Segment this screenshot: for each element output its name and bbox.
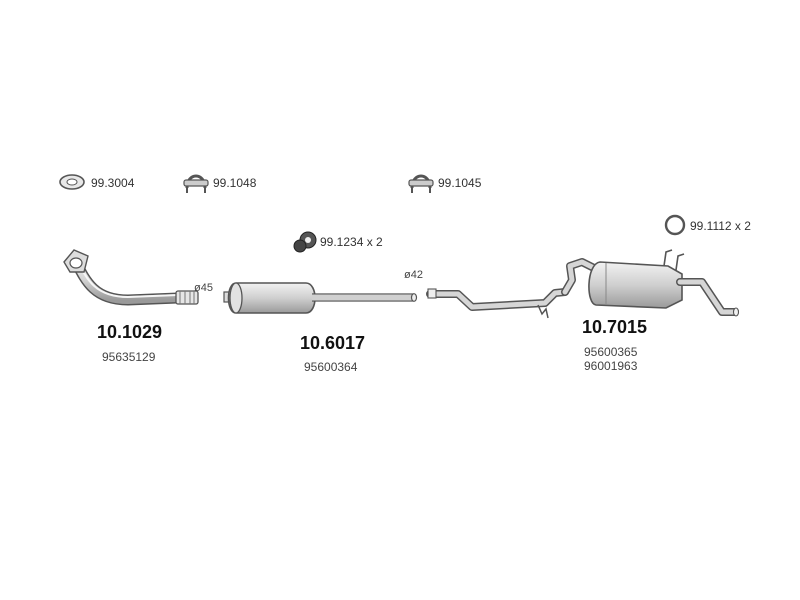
rear-silencer-icon — [426, 249, 740, 319]
gasket-ring-icon — [59, 174, 85, 190]
accessory-code-label: 99.1045 — [438, 176, 482, 190]
u-bolt-clamp-icon — [408, 174, 434, 193]
oem-number: 95600364 — [304, 360, 358, 374]
diameter-label: ø42 — [404, 269, 423, 281]
diameter-label: ø45 — [194, 282, 213, 294]
part-number: 10.6017 — [300, 333, 366, 353]
oem-number: 95600365 — [584, 345, 638, 359]
accessory-code-label: 99.3004 — [91, 176, 135, 190]
front-pipe-icon — [63, 249, 199, 306]
accessory-code-label: 99.1048 — [213, 176, 257, 190]
oem-number: 96001963 — [584, 359, 638, 373]
accessory-code-label: 99.1112 x 2 — [690, 219, 751, 233]
o-ring-icon — [664, 214, 686, 236]
middle-silencer-icon — [223, 282, 418, 314]
oem-number: 95635129 — [102, 350, 156, 364]
rubber-mount-icon — [293, 231, 317, 253]
part-number: 10.7015 — [582, 317, 648, 337]
accessory-code-label: 99.1234 x 2 — [320, 235, 383, 249]
u-bolt-clamp-icon — [183, 174, 209, 193]
part-number: 10.1029 — [97, 322, 163, 342]
